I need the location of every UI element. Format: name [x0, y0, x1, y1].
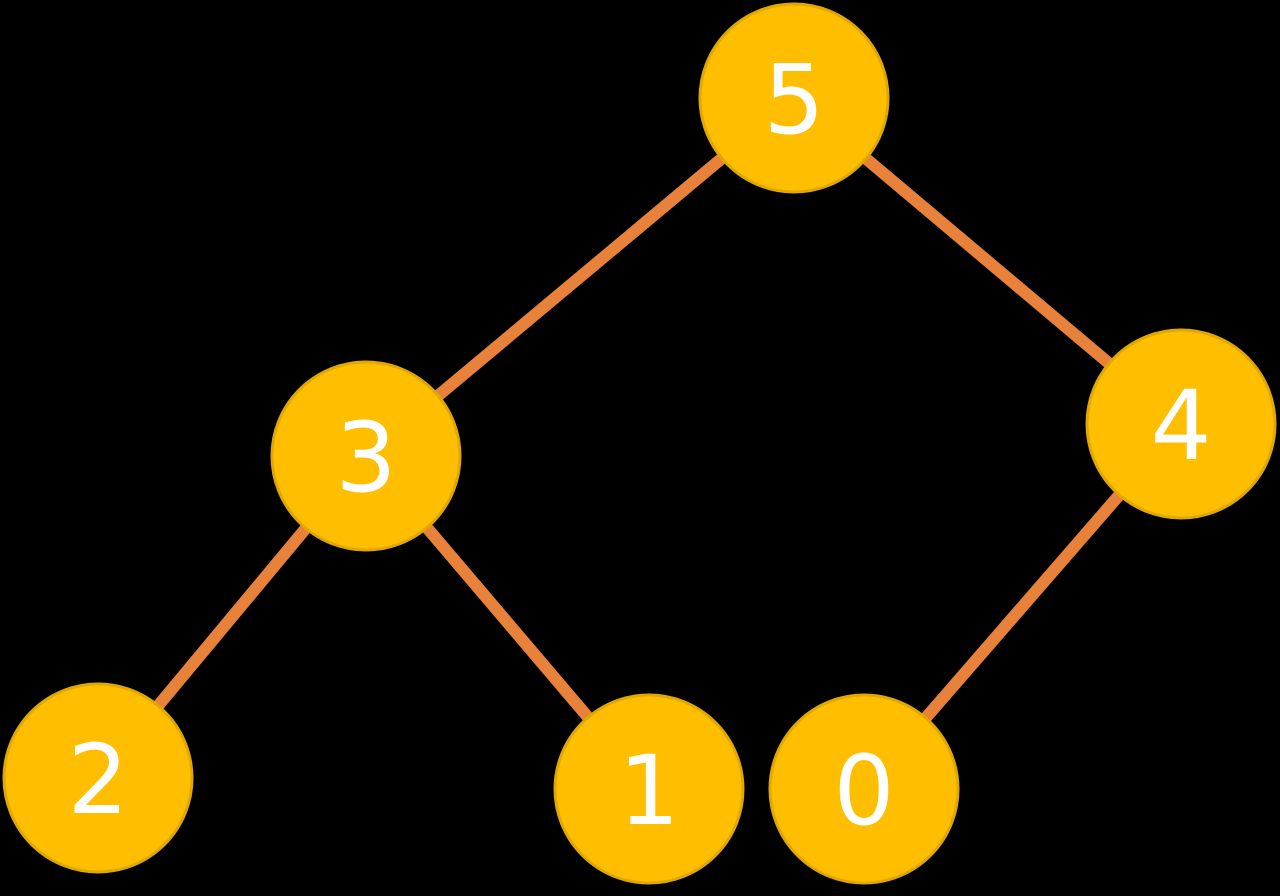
node-5[interactable]: 5 [698, 2, 890, 194]
node-label-1: 1 [618, 735, 679, 847]
node-1[interactable]: 1 [553, 693, 745, 885]
node-label-0: 0 [833, 735, 894, 847]
node-label-5: 5 [763, 44, 824, 156]
node-circle-2[interactable] [2, 682, 194, 874]
node-2[interactable]: 2 [2, 682, 194, 874]
node-circle-0[interactable] [768, 693, 960, 885]
node-circle-3[interactable] [270, 360, 462, 552]
node-label-3: 3 [335, 402, 396, 514]
node-3[interactable]: 3 [270, 360, 462, 552]
node-label-4: 4 [1150, 370, 1211, 482]
node-0[interactable]: 0 [768, 693, 960, 885]
node-label-2: 2 [67, 724, 128, 836]
node-circle-4[interactable] [1085, 328, 1277, 520]
node-4[interactable]: 4 [1085, 328, 1277, 520]
node-circle-5[interactable] [698, 2, 890, 194]
node-circle-1[interactable] [553, 693, 745, 885]
